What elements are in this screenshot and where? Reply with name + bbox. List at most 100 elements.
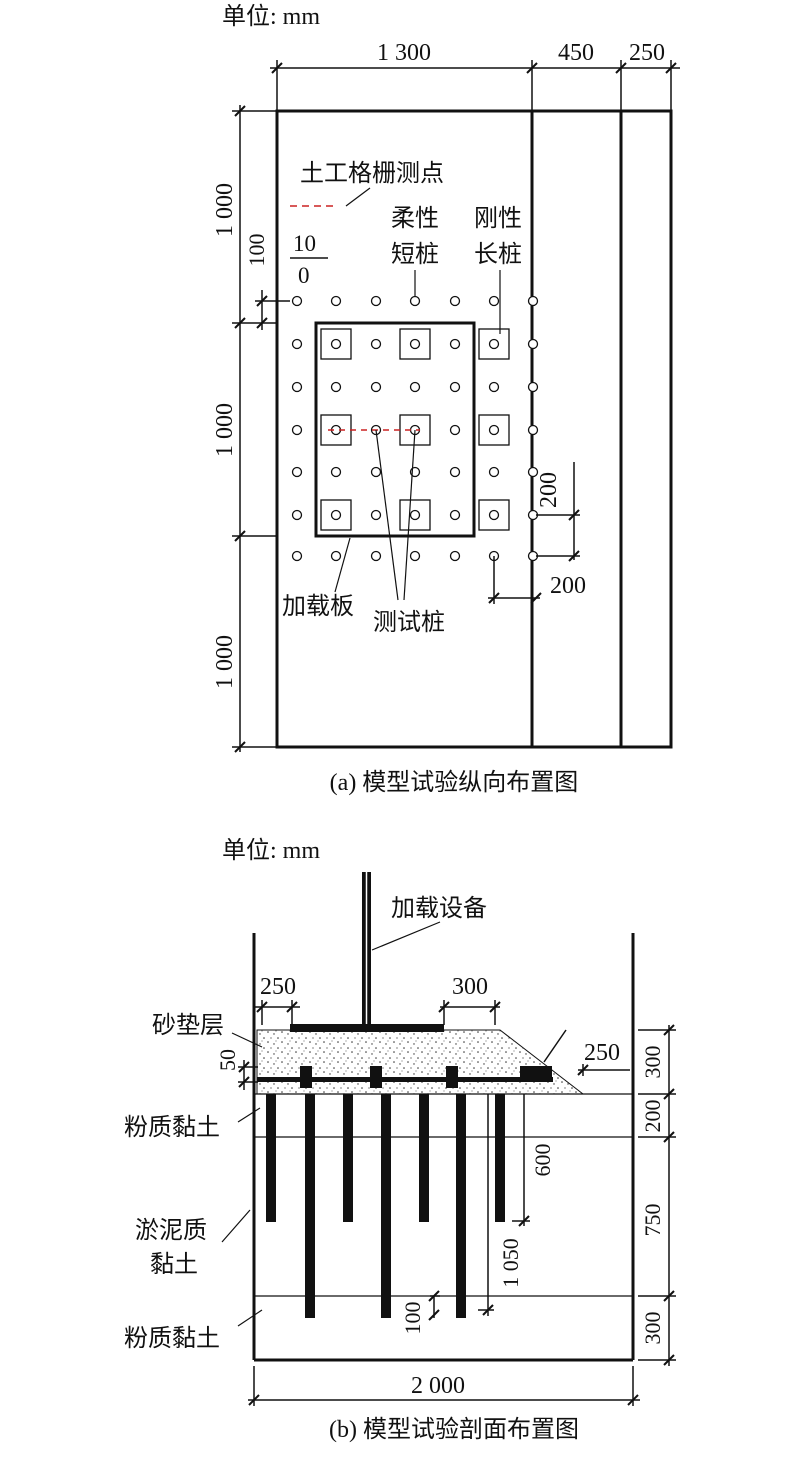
rigid-long-pile — [456, 1094, 466, 1318]
pile-circle — [449, 338, 461, 350]
soil-layer-lines — [254, 1093, 633, 1297]
pile-circle — [488, 338, 500, 350]
dim-r750: 750 — [640, 1204, 665, 1237]
label-silty-clay-2: 粉质黏土 — [124, 1325, 220, 1352]
unit-label-a: 单位: mm — [222, 3, 320, 30]
pile-circle — [527, 295, 539, 307]
pile-circle — [449, 295, 461, 307]
dim-r300b: 300 — [640, 1312, 665, 1345]
pile-circle — [330, 466, 342, 478]
unit-label-b: 单位: mm — [222, 837, 320, 864]
label-flex-2: 短桩 — [391, 241, 439, 268]
pile-circle — [291, 381, 303, 393]
pile-circle — [370, 550, 382, 562]
rigid-long-pile — [305, 1094, 315, 1318]
dim-1050: 1 050 — [498, 1238, 523, 1288]
label-geogrid: 土工格栅测点 — [300, 160, 444, 187]
label-test-pile: 测试桩 — [373, 609, 445, 636]
rigid-pile-square — [399, 328, 431, 360]
pile-circle — [449, 550, 461, 562]
pile-circle — [488, 295, 500, 307]
pile-circle — [291, 295, 303, 307]
dims-right-b — [638, 1024, 676, 1366]
pile-circle — [488, 381, 500, 393]
caption-a: (a) 模型试验纵向布置图 — [330, 769, 579, 796]
pile-circle — [449, 381, 461, 393]
dim-200-lines — [488, 462, 580, 604]
dim-bottom — [248, 1366, 640, 1406]
rigid-pile-square — [478, 328, 510, 360]
pile-circle — [409, 295, 421, 307]
dims-top-b — [255, 1000, 630, 1076]
figure-a: 单位: mm 1 300 450 250 — [212, 3, 680, 796]
loading-plate-b — [290, 1024, 444, 1032]
dim-2000: 2 000 — [411, 1373, 465, 1399]
rigid-pile-square — [478, 499, 510, 531]
pile-circle — [527, 466, 539, 478]
flexible-short-pile — [266, 1094, 276, 1222]
pile-circle — [527, 424, 539, 436]
label-loading-equipment: 加载设备 — [391, 895, 487, 922]
dim-200-horizontal: 200 — [550, 573, 586, 599]
pile-circle — [449, 466, 461, 478]
label-silty-clay-1: 粉质黏土 — [124, 1114, 220, 1141]
pile-circle — [449, 424, 461, 436]
test-pile-leader-1 — [375, 429, 399, 601]
rigid-pile-square — [320, 328, 352, 360]
dim-left-100: 100 — [244, 234, 269, 267]
dim-600: 600 — [530, 1144, 555, 1177]
pile-circle — [330, 509, 342, 521]
rigid-long-pile — [381, 1094, 391, 1318]
pile-circle — [409, 338, 421, 350]
pile-circle — [370, 466, 382, 478]
dim-1300: 1 300 — [377, 40, 431, 66]
flexible-short-pile — [419, 1094, 429, 1222]
pile-circle — [409, 550, 421, 562]
frac-bottom: 0 — [298, 263, 310, 288]
pile-circles — [291, 295, 539, 562]
dim-250-top: 250 — [629, 40, 665, 66]
pile-circle — [330, 338, 342, 350]
plate-leader — [334, 537, 351, 593]
top-dimension — [270, 60, 680, 110]
test-pile-leader-2 — [403, 429, 416, 601]
dim-250-right: 250 — [584, 1040, 620, 1066]
dim-left-1000-b: 1 000 — [212, 403, 238, 457]
label-rigid-1: 刚性 — [474, 205, 522, 232]
pile-circle — [527, 338, 539, 350]
dim-left-1000-a: 1 000 — [212, 183, 238, 237]
dim-50-label: 50 — [215, 1049, 240, 1071]
left-dimension — [232, 105, 290, 753]
label-rigid-2: 长桩 — [474, 241, 522, 268]
pile-circle — [291, 550, 303, 562]
dim-100: 100 — [400, 1302, 425, 1335]
frac-top: 10 — [293, 231, 316, 256]
rigid-pile-square — [478, 414, 510, 446]
container-walls — [252, 933, 635, 1362]
dim-450: 450 — [558, 40, 594, 66]
pile-circle — [449, 509, 461, 521]
pile-circle — [488, 509, 500, 521]
dim-r200: 200 — [640, 1100, 665, 1133]
dim-300-top: 300 — [452, 974, 488, 1000]
dims-pile-b — [428, 1094, 530, 1321]
pile-circle — [370, 509, 382, 521]
label-loading-plate: 加载板 — [282, 593, 354, 620]
dim-left-1000-c: 1 000 — [212, 635, 238, 689]
pile-circle — [370, 381, 382, 393]
dim-250-left: 250 — [260, 974, 296, 1000]
pile-circle — [291, 338, 303, 350]
flexible-short-pile — [495, 1094, 505, 1222]
loading-plate — [314, 321, 476, 538]
label-sand-cushion: 砂垫层 — [152, 1012, 224, 1039]
rigid-pile-squares — [320, 328, 510, 531]
piles — [266, 1094, 505, 1318]
pile-circle — [527, 381, 539, 393]
equip-leader — [371, 921, 441, 951]
label-mud-1: 淤泥质 — [135, 1217, 207, 1244]
pile-circle — [330, 550, 342, 562]
label-flex-1: 柔性 — [391, 205, 439, 232]
rigid-pile-square — [320, 499, 352, 531]
pile-circle — [488, 424, 500, 436]
